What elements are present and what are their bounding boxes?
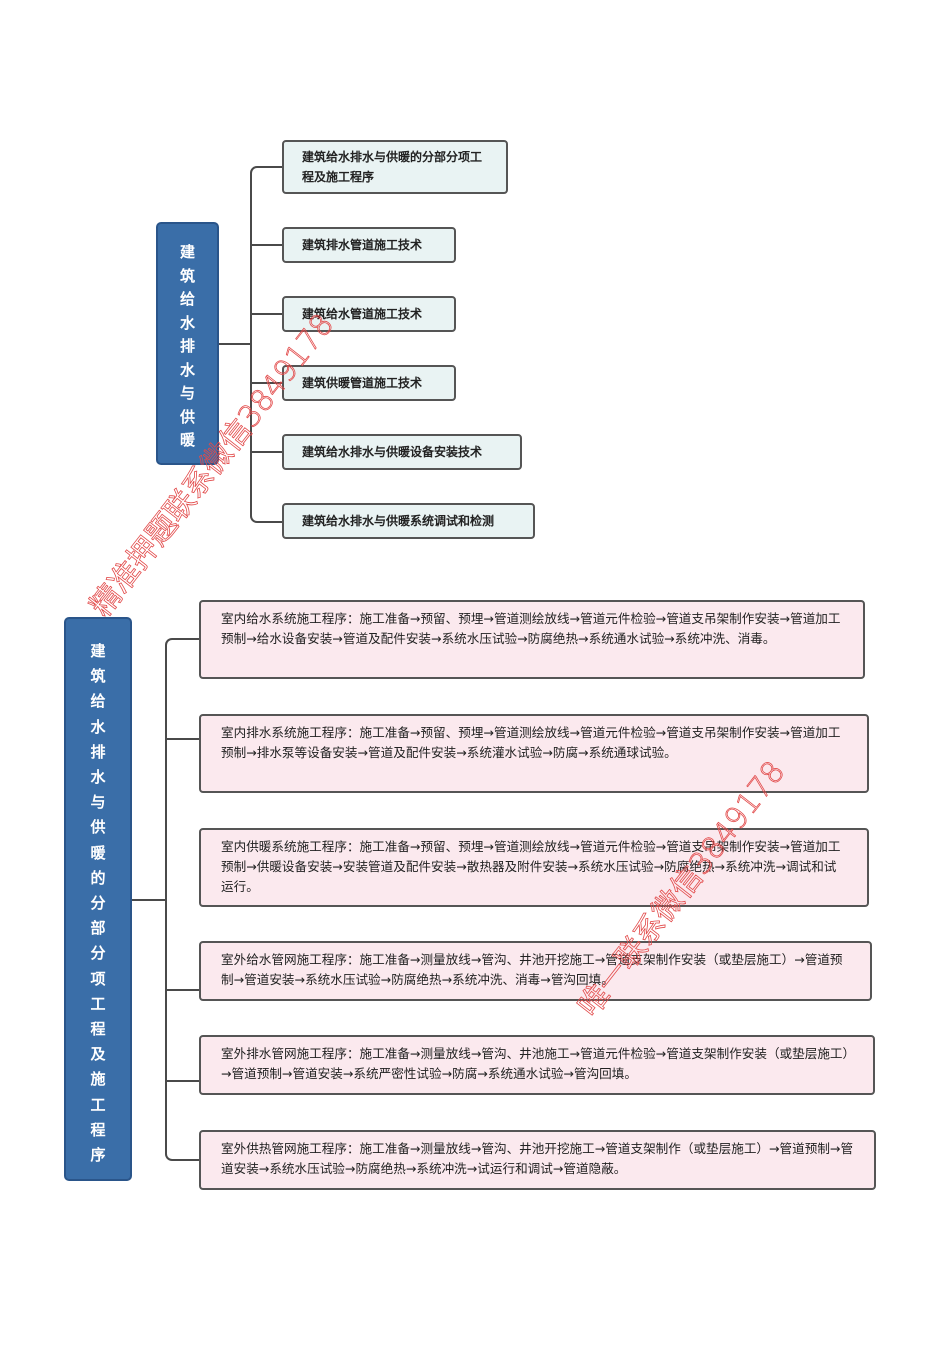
bottom-child-node[interactable]: 室外供热管网施工程序：施工准备→测量放线→管沟、井池开挖施工→管道支架制作（或垫…	[199, 1130, 876, 1190]
bottom-child-label: 室外供热管网施工程序：施工准备→测量放线→管沟、井池开挖施工→管道支架制作（或垫…	[221, 1141, 854, 1176]
root-label-char: 项	[90, 969, 106, 988]
root-label-char: 排	[179, 337, 195, 355]
root-label-char: 水	[179, 360, 195, 379]
root-label-char: 排	[90, 742, 106, 761]
root-label-char: 序	[90, 1146, 106, 1165]
root-label-char: 筑	[90, 667, 106, 686]
connector-stub	[167, 738, 201, 740]
root-node-bottom[interactable]: 建筑给水排水与供暖的分部分项工程及施工程序	[64, 617, 132, 1181]
connector-stub	[252, 451, 283, 453]
connector-stub	[167, 1080, 201, 1082]
top-child-node[interactable]: 建筑排水管道施工技术	[282, 227, 456, 263]
root-label-char: 供	[90, 818, 106, 837]
root-label-char: 分	[90, 944, 106, 963]
connector-branch	[250, 343, 283, 523]
root-label-char: 水	[90, 717, 106, 736]
connector-branch	[250, 166, 283, 344]
root-label-char: 暖	[179, 431, 195, 449]
root-label-char: 分	[90, 894, 106, 913]
root-label-char: 水	[179, 313, 195, 332]
root-label-char: 建	[179, 243, 195, 261]
top-child-label: 建筑给水排水与供暖系统调试和检测	[302, 514, 495, 528]
bottom-child-node[interactable]: 室外排水管网施工程序：施工准备→测量放线→管沟、井池施工→管道元件检验→管道支架…	[199, 1035, 875, 1095]
root-label-char: 程	[90, 1020, 106, 1039]
bottom-child-node[interactable]: 室外给水管网施工程序：施工准备→测量放线→管沟、井池开挖施工→管道支架制作安装（…	[199, 941, 872, 1001]
top-child-label: 建筑给水管道施工技术	[302, 307, 423, 321]
root-label-char: 建	[90, 642, 106, 660]
root-label-char: 的	[90, 868, 106, 887]
root-label-char: 给	[90, 692, 106, 711]
bottom-child-node[interactable]: 室内排水系统施工程序：施工准备→预留、预埋→管道测绘放线→管道元件检验→管道支吊…	[199, 714, 869, 793]
bottom-child-label: 室外排水管网施工程序：施工准备→测量放线→管沟、井池施工→管道元件检验→管道支架…	[221, 1046, 849, 1081]
top-child-node[interactable]: 建筑给水排水与供暖系统调试和检测	[282, 503, 535, 539]
root-node-top[interactable]: 建筑给水排水与供暖	[156, 222, 219, 465]
root-label-char: 筑	[179, 266, 195, 285]
top-child-node[interactable]: 建筑给水管道施工技术	[282, 296, 456, 332]
bottom-child-label: 室内供暖系统施工程序：施工准备→预留、预埋→管道测绘放线→管道元件检验→管道支吊…	[221, 839, 841, 894]
root-label-char: 工	[90, 1095, 106, 1114]
connector-stub	[252, 244, 283, 246]
bottom-child-label: 室内排水系统施工程序：施工准备→预留、预埋→管道测绘放线→管道元件检验→管道支吊…	[221, 725, 841, 760]
bottom-child-label: 室外给水管网施工程序：施工准备→测量放线→管沟、井池开挖施工→管道支架制作安装（…	[221, 952, 843, 987]
top-child-node[interactable]: 建筑供暖管道施工技术	[282, 365, 456, 401]
top-child-label: 建筑供暖管道施工技术	[302, 376, 423, 390]
root-label-char: 施	[90, 1070, 106, 1089]
root-label-char: 工	[90, 994, 106, 1013]
connector-root-bottom	[132, 899, 167, 901]
top-child-label: 建筑给水排水与供暖的分部分项工程及施工程序	[302, 150, 483, 184]
bottom-child-node[interactable]: 室内供暖系统施工程序：施工准备→预留、预埋→管道测绘放线→管道元件检验→管道支吊…	[199, 828, 869, 907]
connector-branch	[165, 638, 201, 900]
root-label-char: 及	[90, 1045, 106, 1064]
root-label-char: 供	[179, 407, 195, 426]
root-label-char: 水	[90, 768, 106, 787]
bottom-child-node[interactable]: 室内给水系统施工程序：施工准备→预留、预埋→管道测绘放线→管道元件检验→管道支吊…	[199, 600, 865, 679]
root-label-char: 给	[179, 290, 195, 308]
root-label-char: 程	[90, 1120, 106, 1139]
bottom-child-label: 室内给水系统施工程序：施工准备→预留、预埋→管道测绘放线→管道元件检验→管道支吊…	[221, 611, 841, 646]
top-child-node[interactable]: 建筑给水排水与供暖设备安装技术	[282, 434, 522, 470]
connector-root-top	[219, 343, 251, 345]
root-label-char: 与	[179, 384, 195, 402]
root-label-char: 部	[90, 919, 106, 938]
top-child-label: 建筑排水管道施工技术	[302, 238, 423, 252]
connector-stub	[252, 313, 283, 315]
connector-branch	[165, 899, 201, 1161]
connector-stub	[167, 989, 201, 991]
root-label-char: 暖	[90, 843, 106, 862]
connector-stub	[252, 382, 283, 384]
top-child-node[interactable]: 建筑给水排水与供暖的分部分项工程及施工程序	[282, 140, 508, 194]
root-label-char: 与	[90, 793, 106, 812]
top-child-label: 建筑给水排水与供暖设备安装技术	[302, 445, 483, 459]
